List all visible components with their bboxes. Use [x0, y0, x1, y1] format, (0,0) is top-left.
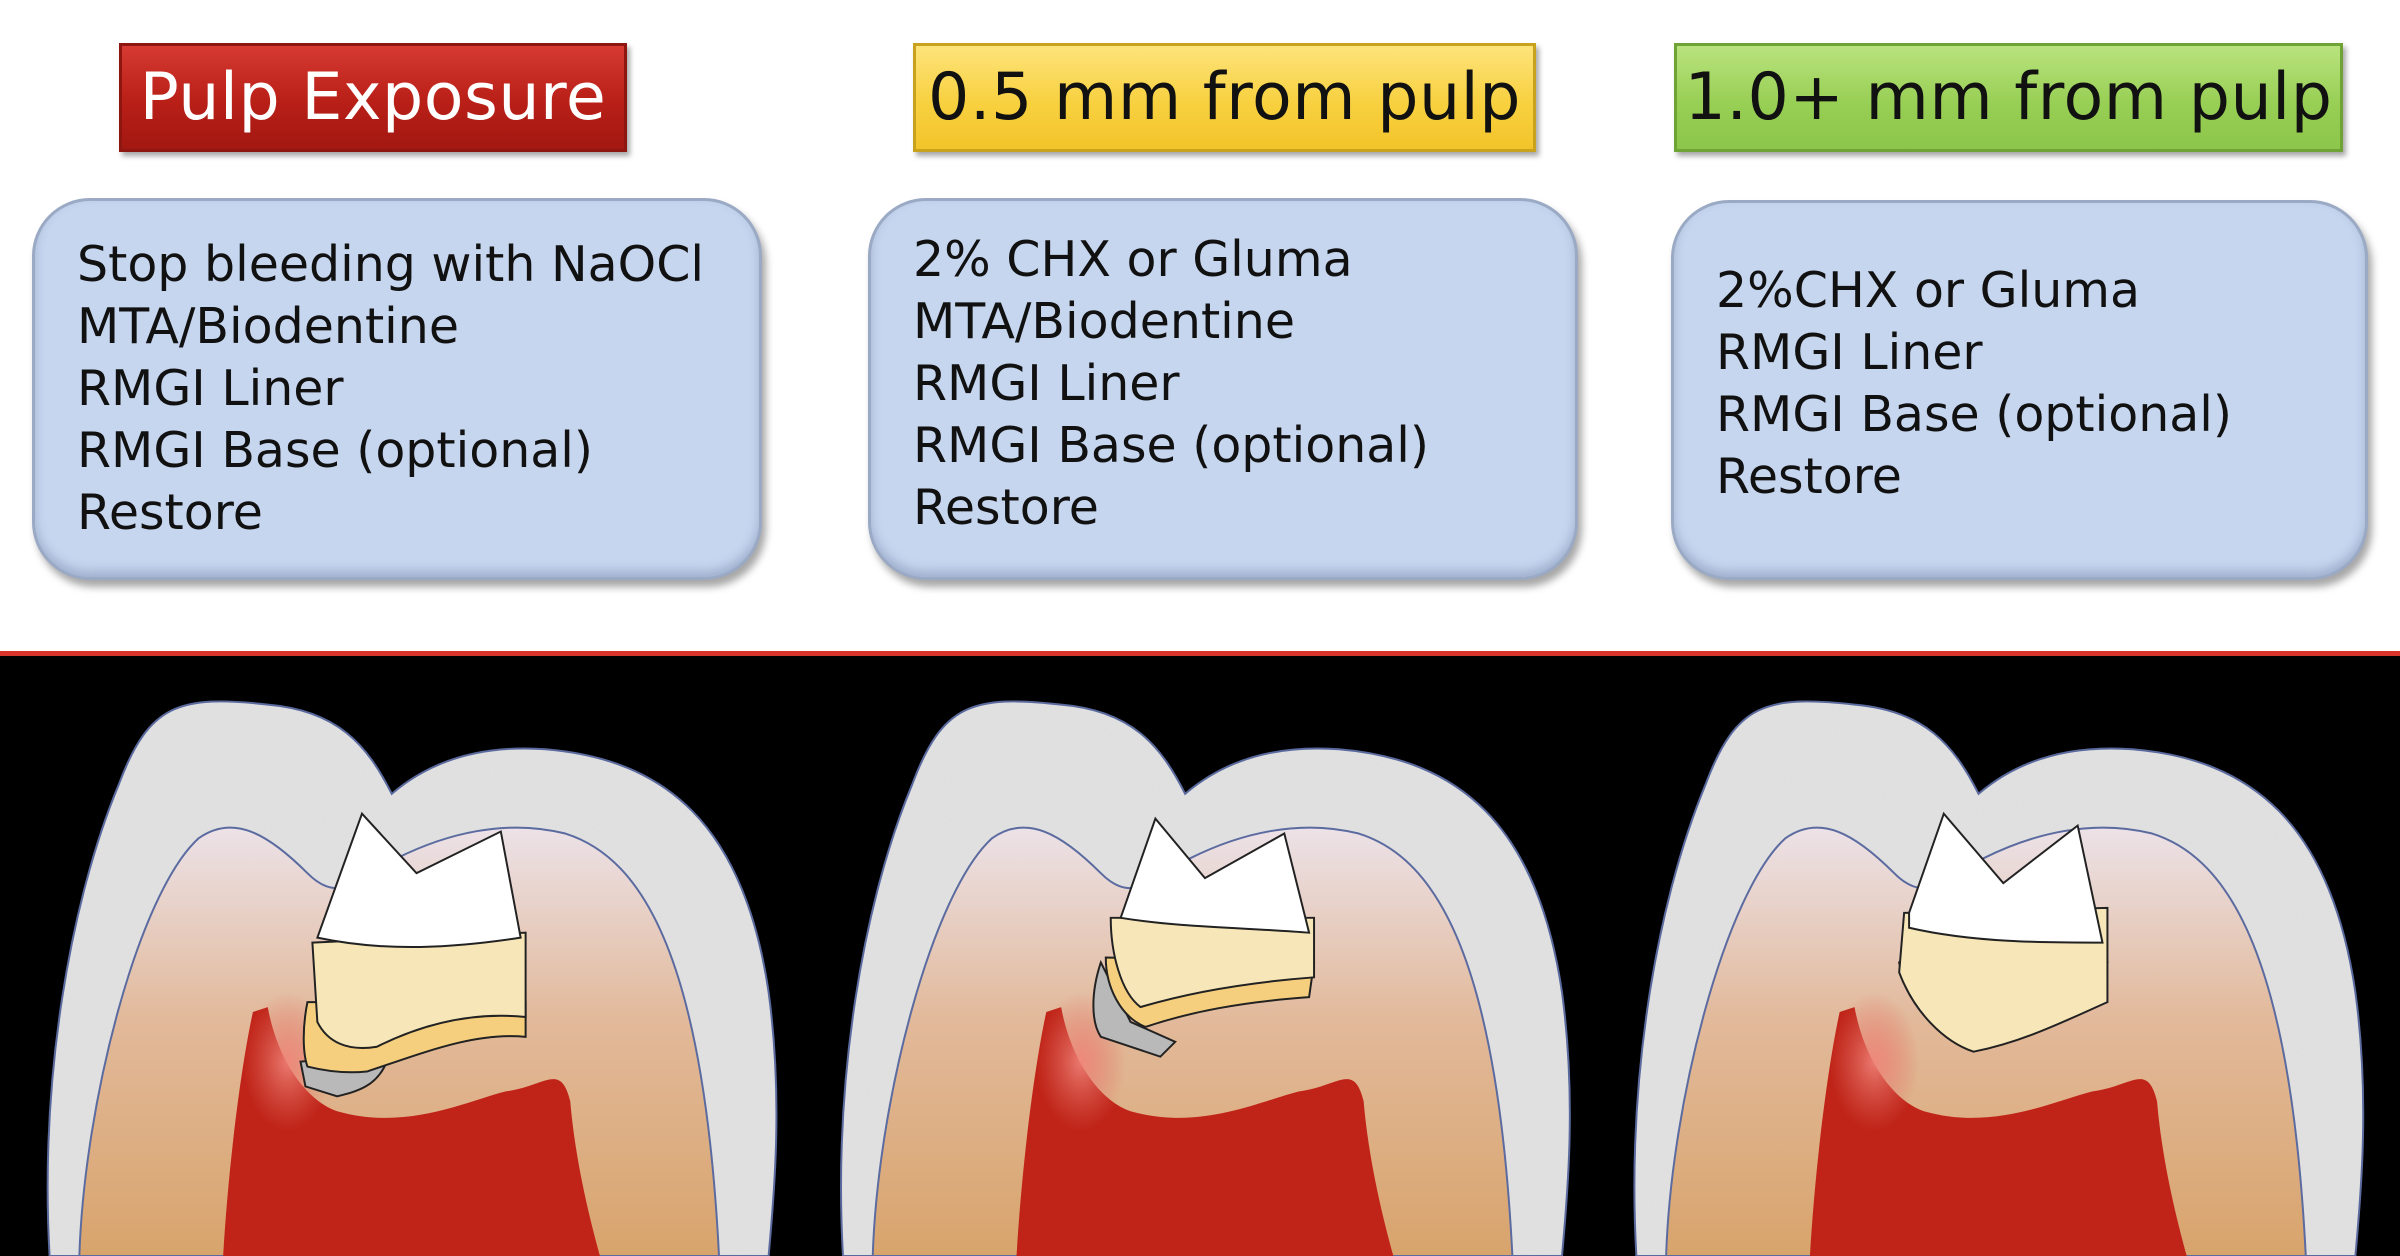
tooth-one-mm — [1634, 701, 2363, 1256]
tooth-diagram-panel — [0, 651, 2400, 1256]
step-item: 2%CHX or Gluma — [1716, 262, 2141, 319]
step-item: Restore — [77, 484, 263, 541]
step-item: RMGI Liner — [1716, 324, 1983, 381]
header-half-mm: 0.5 mm from pulp — [913, 43, 1536, 152]
header-pulp-exposure: Pulp Exposure — [119, 43, 627, 152]
step-item: RMGI Base (optional) — [913, 417, 1430, 474]
tooth-pulp-exposure — [48, 701, 777, 1256]
header-one-mm: 1.0+ mm from pulp — [1674, 43, 2343, 152]
tooth-diagrams — [0, 656, 2400, 1256]
step-item: MTA/Biodentine — [913, 293, 1295, 350]
step-item: RMGI Base (optional) — [77, 422, 594, 479]
tooth-half-mm — [841, 701, 1570, 1256]
header-title: Pulp Exposure — [139, 60, 607, 135]
step-item: Stop bleeding with NaOCl — [77, 236, 705, 293]
header-title: 0.5 mm from pulp — [927, 60, 1522, 135]
step-item: RMGI Base (optional) — [1716, 386, 2233, 443]
step-item: RMGI Liner — [77, 360, 344, 417]
step-item: 2% CHX or Gluma — [913, 231, 1353, 288]
steps-box-half-mm: 2% CHX or Gluma MTA/Biodentine RMGI Line… — [868, 198, 1578, 580]
steps-box-one-mm: 2%CHX or Gluma RMGI Liner RMGI Base (opt… — [1671, 200, 2368, 580]
step-item: RMGI Liner — [913, 355, 1180, 412]
steps-box-pulp-exposure: Stop bleeding with NaOCl MTA/Biodentine … — [32, 198, 762, 580]
step-item: Restore — [913, 479, 1099, 536]
header-title: 1.0+ mm from pulp — [1684, 60, 2333, 135]
step-item: MTA/Biodentine — [77, 298, 459, 355]
step-item: Restore — [1716, 448, 1902, 505]
